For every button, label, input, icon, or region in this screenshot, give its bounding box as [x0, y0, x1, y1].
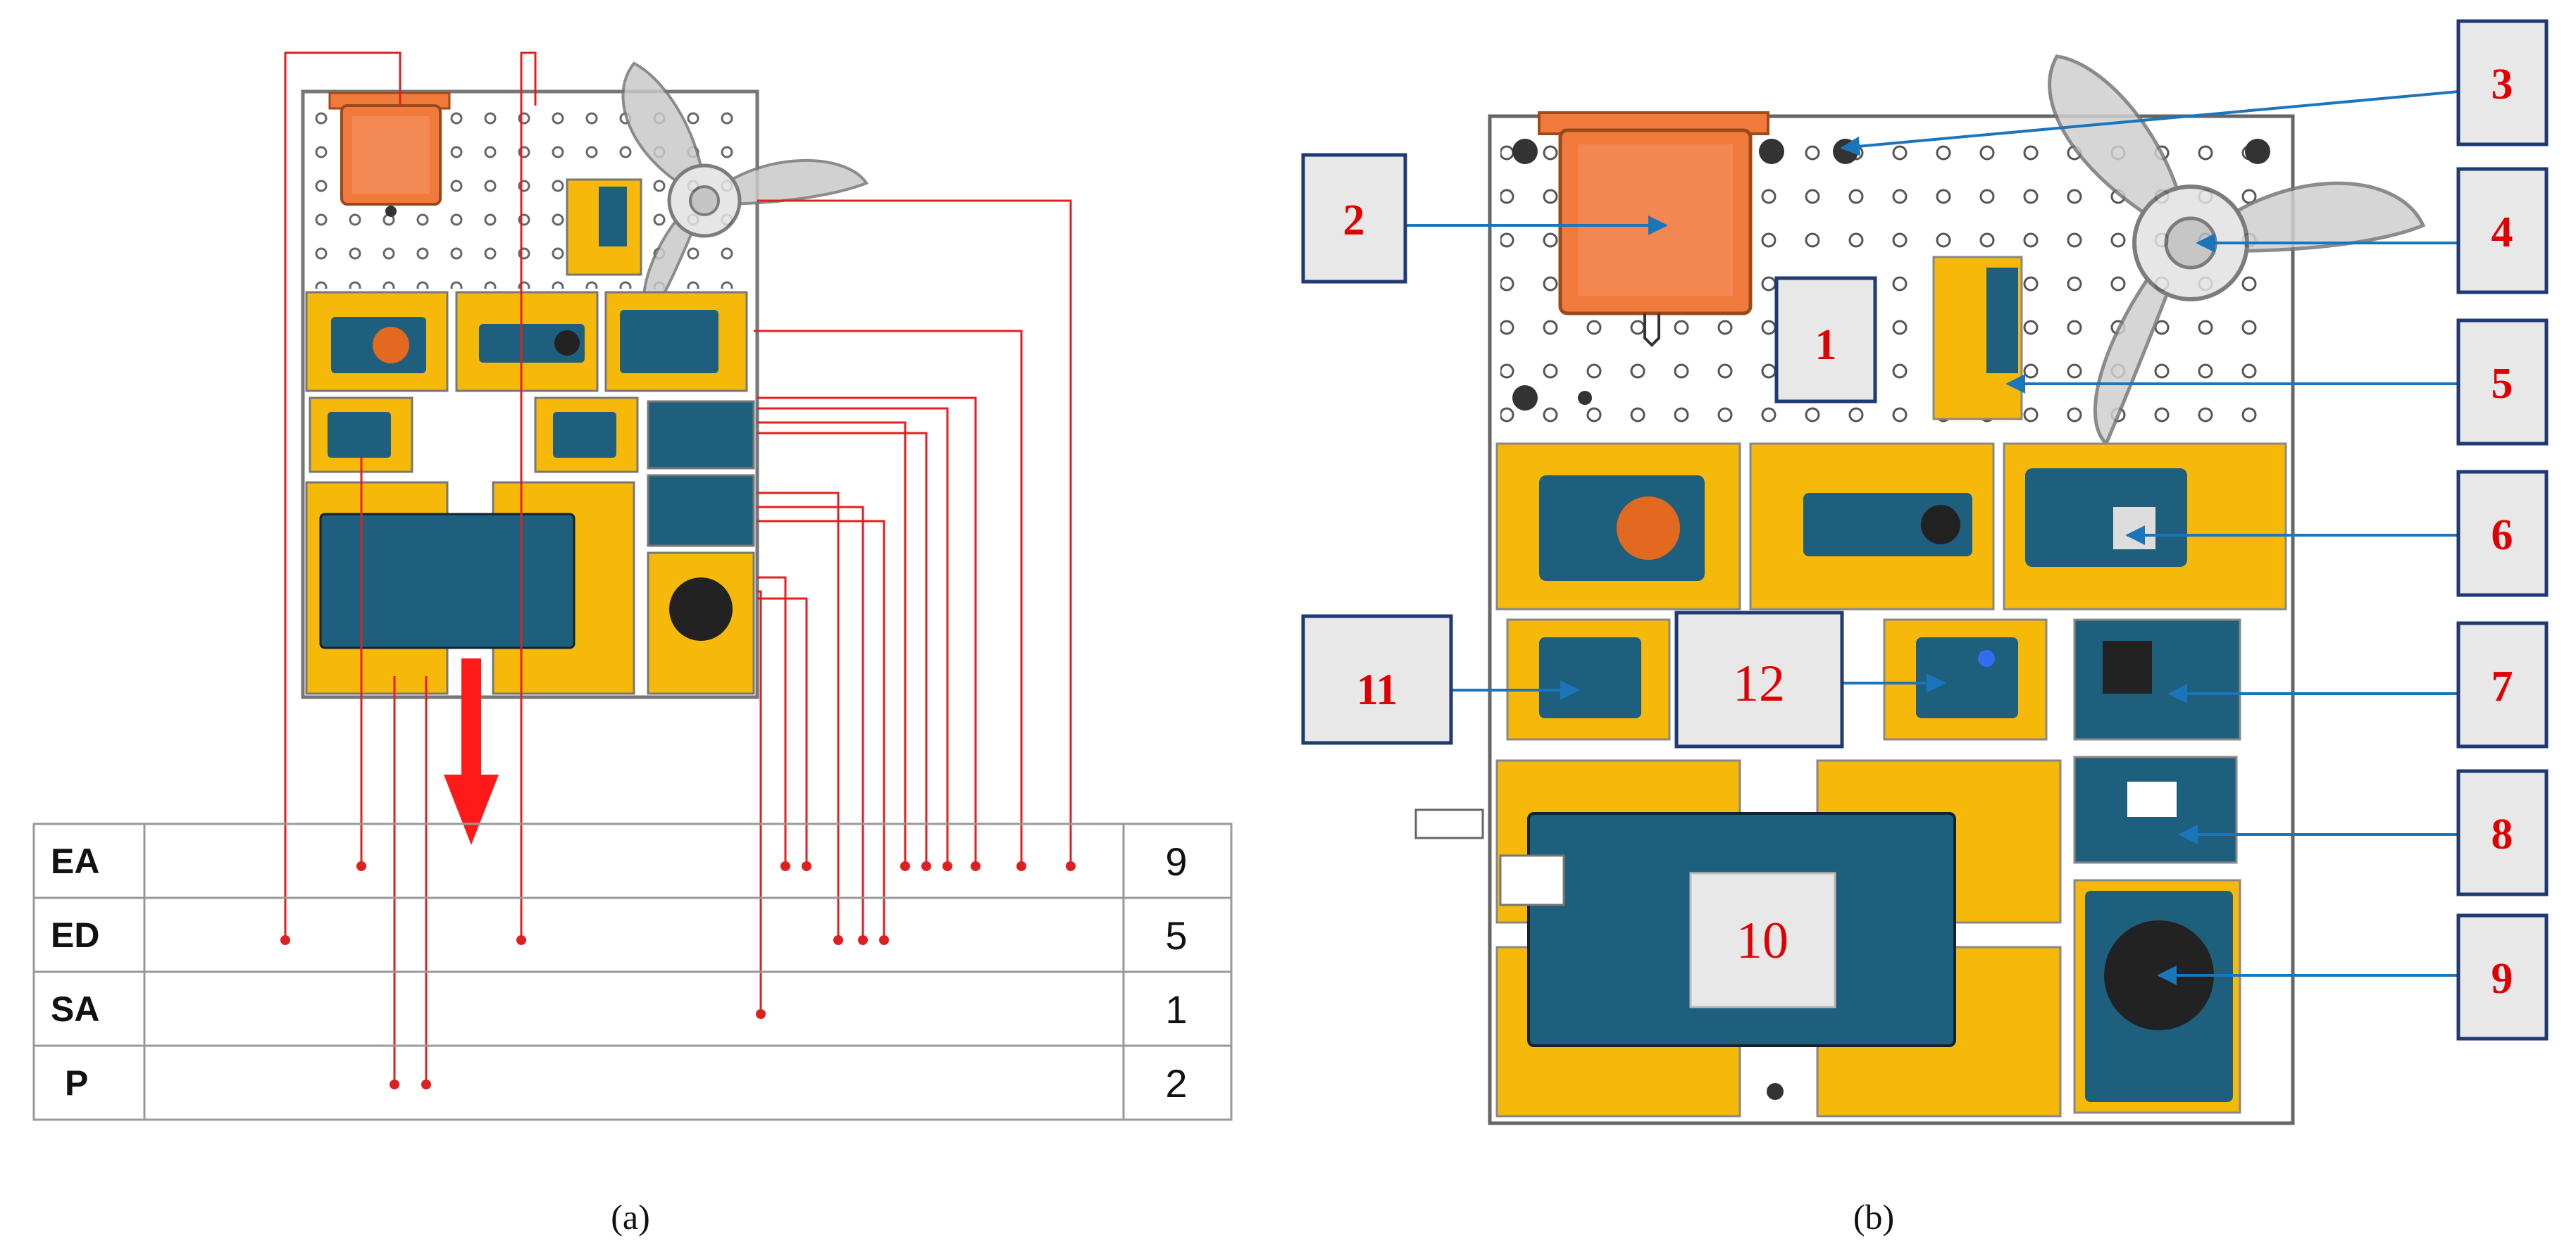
- table-row-count: 9: [1165, 839, 1187, 884]
- svg-text:2: 2: [1343, 196, 1365, 244]
- svg-text:3: 3: [2491, 61, 2513, 108]
- pointer-arrows: [1405, 90, 2459, 985]
- panel-b: 1 2 3 4 5 6 7 8: [1301, 19, 2549, 1237]
- svg-text:9: 9: [2491, 955, 2513, 1003]
- module-a-8: [647, 474, 755, 547]
- caption-a: (a): [611, 1197, 650, 1237]
- servo-motor-b: [1538, 111, 1769, 347]
- callout-8: 8: [2456, 769, 2549, 896]
- callout-6: 6: [2456, 470, 2549, 597]
- svg-text:6: 6: [2491, 511, 2513, 559]
- table-row-label: P: [65, 1063, 88, 1103]
- svg-text:7: 7: [2491, 663, 2513, 711]
- callout-10: 10: [1689, 872, 1836, 1008]
- microcontroller-a: [319, 513, 575, 649]
- module-b-7: [2073, 618, 2241, 741]
- svg-text:12: 12: [1733, 655, 1785, 713]
- callout-2: 2: [1301, 153, 1407, 284]
- down-arrow-icon: [444, 658, 499, 845]
- callout-1: 1: [1774, 276, 1877, 404]
- callout-11: 11: [1301, 614, 1453, 745]
- svg-text:10: 10: [1736, 912, 1788, 970]
- table-row-count: 5: [1165, 913, 1187, 958]
- classification-table: EA ED SA P 9 5 1 2: [32, 823, 1233, 1121]
- callout-3: 3: [2456, 19, 2549, 146]
- callout-12: 12: [1674, 611, 1844, 749]
- table-row-count: 1: [1165, 987, 1187, 1032]
- caption-b: (b): [1853, 1197, 1894, 1237]
- table-row-label: SA: [51, 989, 99, 1029]
- svg-text:11: 11: [1357, 666, 1398, 714]
- connector-lines: [284, 51, 1072, 1084]
- module-a-7: [647, 400, 755, 470]
- svg-text:5: 5: [2491, 360, 2513, 408]
- connector-dots: [280, 861, 1076, 1089]
- svg-text:1: 1: [1815, 321, 1837, 369]
- svg-text:8: 8: [2491, 811, 2513, 858]
- callout-5: 5: [2456, 318, 2549, 446]
- callout-4: 4: [2456, 167, 2549, 294]
- table-row-label: ED: [51, 915, 99, 955]
- callout-7: 7: [2456, 621, 2549, 749]
- svg-text:4: 4: [2491, 208, 2513, 256]
- panel-a: EA ED SA P 9 5 1 2 (a): [32, 51, 1233, 1237]
- table-row-label: EA: [51, 842, 99, 881]
- callout-9: 9: [2456, 913, 2549, 1041]
- table-row-count: 2: [1165, 1061, 1187, 1106]
- fan-a: [621, 61, 869, 323]
- servo-motor-a: [328, 92, 451, 217]
